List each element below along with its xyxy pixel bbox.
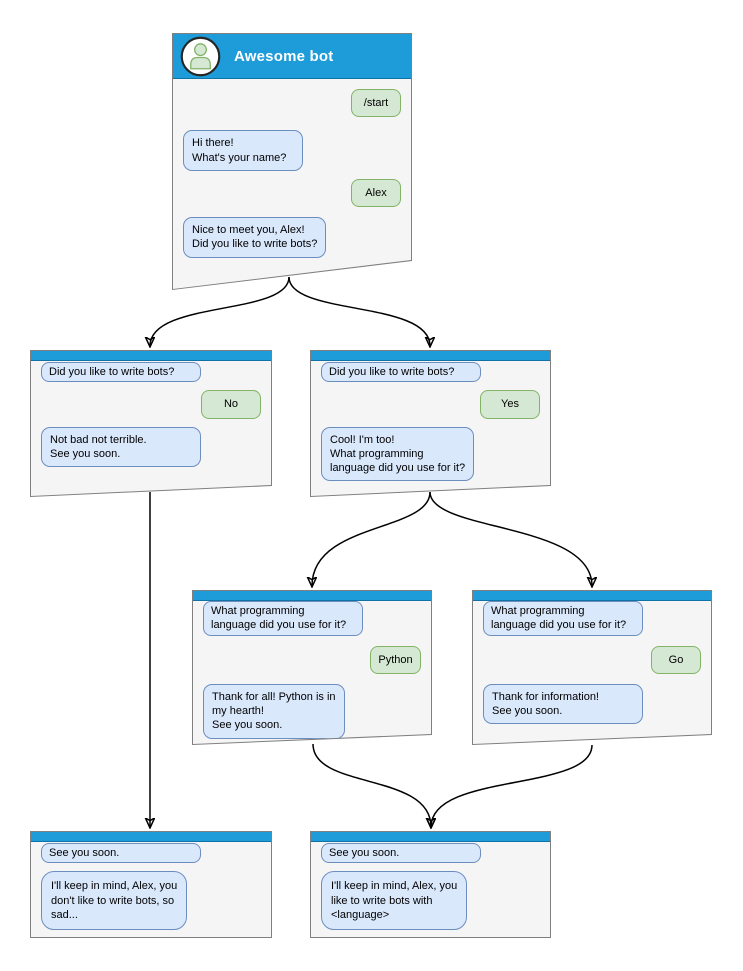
user-message-bubble: /start <box>351 89 401 117</box>
connector-yes-to-go <box>429 491 592 586</box>
bot-message-bubble: Thank for information! See you soon. <box>483 684 643 725</box>
bot-message-bubble: What programming language did you use fo… <box>203 601 363 636</box>
message-list: What programming language did you use fo… <box>473 601 711 724</box>
window-titlebar <box>193 591 431 601</box>
user-message-bubble: Python <box>370 646 421 674</box>
message-list: See you soon. I'll keep in mind, Alex, y… <box>311 842 550 931</box>
chat-window-yes-branch: Did you like to write bots? Yes Cool! I'… <box>310 350 551 497</box>
bot-message-bubble: Did you like to write bots? <box>41 362 201 382</box>
bot-message-bubble: Hi there! What's your name? <box>183 130 303 171</box>
bot-message-bubble: I'll keep in mind, Alex, you don't like … <box>41 871 188 931</box>
chat-window-go-branch: What programming language did you use fo… <box>472 590 712 745</box>
user-message-bubble: Alex <box>351 179 401 207</box>
user-message-bubble: Go <box>651 646 701 674</box>
user-message-bubble: No <box>201 390 261 418</box>
chat-window-end-yes: See you soon. I'll keep in mind, Alex, y… <box>310 831 551 938</box>
window-titlebar <box>311 832 550 842</box>
connector-yes-to-python <box>312 491 431 586</box>
bot-message-bubble: Did you like to write bots? <box>321 362 481 382</box>
bot-message-bubble: What programming language did you use fo… <box>483 601 643 636</box>
message-list: /start Hi there! What's your name? Alex … <box>173 79 411 258</box>
bot-message-bubble: See you soon. <box>321 843 481 864</box>
window-title: Awesome bot <box>234 47 334 65</box>
bot-message-bubble: Thank for all! Python is in my hearth! S… <box>203 684 345 739</box>
message-list: Did you like to write bots? No Not bad n… <box>31 361 271 467</box>
window-titlebar: Awesome bot <box>173 34 411 79</box>
bot-message-bubble: I'll keep in mind, Alex, you like to wri… <box>321 871 468 931</box>
bot-message-bubble: Nice to meet you, Alex! Did you like to … <box>183 217 326 258</box>
window-titlebar <box>31 832 271 842</box>
bot-message-bubble: Not bad not terrible. See you soon. <box>41 427 201 468</box>
connector-go-to-end <box>431 744 593 827</box>
bot-message-bubble: Cool! I'm too! What programming language… <box>321 427 474 482</box>
window-titlebar <box>31 351 271 361</box>
connector-python-to-end <box>312 743 431 827</box>
window-titlebar <box>311 351 550 361</box>
chat-window-python-branch: What programming language did you use fo… <box>192 590 432 745</box>
message-list: What programming language did you use fo… <box>193 601 431 739</box>
person-icon <box>180 36 221 77</box>
window-titlebar <box>473 591 711 601</box>
bot-message-bubble: See you soon. <box>41 843 201 864</box>
chat-window-main: Awesome bot /start Hi there! What's your… <box>172 33 412 290</box>
chat-window-end-no: See you soon. I'll keep in mind, Alex, y… <box>30 831 272 938</box>
user-message-bubble: Yes <box>480 390 540 418</box>
chat-window-no-branch: Did you like to write bots? No Not bad n… <box>30 350 272 497</box>
message-list: See you soon. I'll keep in mind, Alex, y… <box>31 842 271 931</box>
message-list: Did you like to write bots? Yes Cool! I'… <box>311 361 550 481</box>
